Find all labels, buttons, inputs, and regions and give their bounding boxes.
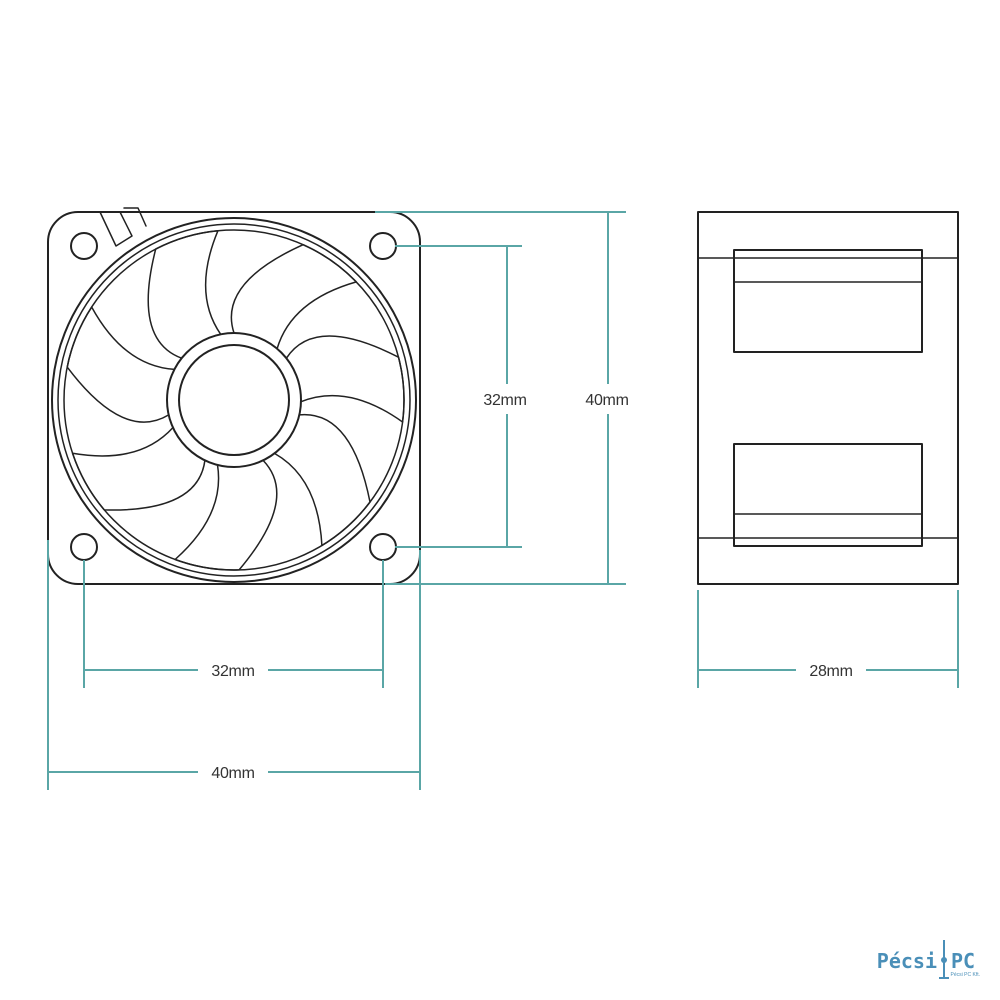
dimension-label-overall-width: 40mm bbox=[211, 765, 254, 782]
dimension-label-depth: 28mm bbox=[809, 663, 852, 680]
mounting-hole-top-right bbox=[369, 232, 397, 260]
fan-side-view bbox=[697, 211, 959, 585]
fan-blade bbox=[71, 426, 206, 511]
dimension-label-hole-spacing-height: 32mm bbox=[483, 392, 526, 409]
side-upper-block bbox=[733, 249, 923, 353]
tower-icon bbox=[939, 940, 949, 979]
fan-blade bbox=[285, 335, 405, 423]
mounting-hole-bottom-left bbox=[70, 533, 98, 561]
fan-front-view bbox=[47, 207, 421, 585]
cable-clip bbox=[99, 211, 133, 247]
fan-blade bbox=[147, 230, 222, 359]
side-lower-block bbox=[733, 443, 923, 547]
logo-name-left: Pécsi bbox=[877, 949, 937, 973]
mounting-hole-bottom-right bbox=[369, 533, 397, 561]
fan-blade bbox=[273, 414, 371, 547]
fan-blade bbox=[230, 243, 358, 350]
logo-tagline: Pécsi PC Kft. bbox=[951, 972, 980, 978]
mounting-hole-top-left bbox=[70, 232, 98, 260]
pecsi-pc-logo: Pécsi PC Pécsi PC Kft. bbox=[877, 940, 980, 979]
fan-blades bbox=[66, 230, 405, 571]
fan-hub-inner bbox=[178, 344, 290, 456]
dimension-label-overall-height: 40mm bbox=[585, 392, 628, 409]
dimension-lines bbox=[47, 211, 959, 790]
logo-name-right: PC bbox=[951, 949, 975, 973]
side-body-outline bbox=[697, 211, 959, 585]
fan-frame-outline bbox=[47, 211, 421, 585]
fan-blade bbox=[66, 306, 176, 423]
fan-hub-outer bbox=[166, 332, 302, 468]
dimension-label-hole-spacing-width: 32mm bbox=[211, 663, 254, 680]
fan-blade bbox=[174, 459, 278, 571]
fan-shroud-ring bbox=[51, 217, 417, 583]
